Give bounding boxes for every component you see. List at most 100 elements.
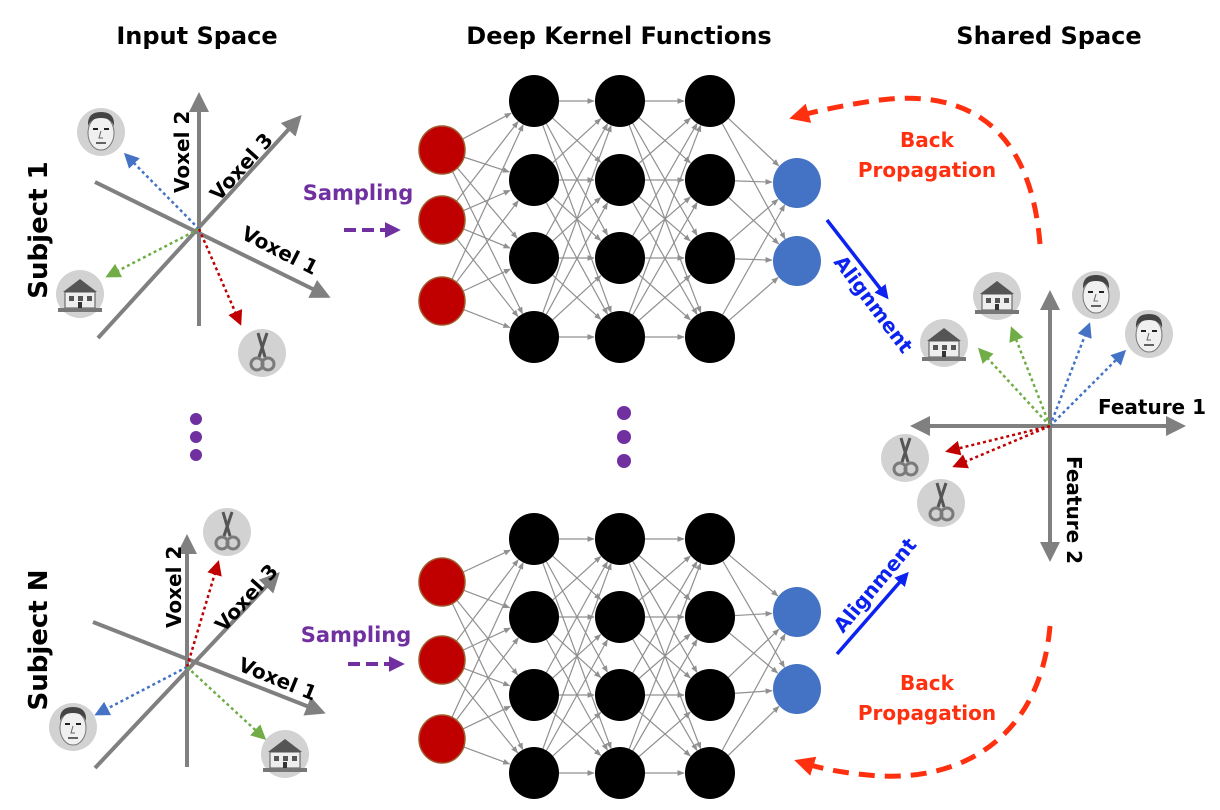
network-edge	[728, 554, 779, 597]
voxel-3-label: Voxel 3	[210, 559, 283, 636]
network-edge	[462, 112, 512, 140]
network-edge	[727, 117, 780, 167]
input-space-subject-1: Voxel 1 Voxel 2 Voxel 3	[55, 92, 331, 379]
network-edge	[463, 308, 511, 329]
network-edge	[451, 561, 524, 719]
network-edge	[462, 705, 512, 730]
header-input-space: Input Space	[116, 22, 277, 50]
network-edge	[734, 179, 773, 185]
scissors-icon	[236, 327, 288, 379]
network-edge	[463, 156, 510, 173]
back-propagation-arrow	[789, 95, 1043, 245]
scissors-icon	[201, 506, 253, 558]
network-edge	[638, 711, 691, 758]
network-edge	[545, 639, 608, 752]
alignment-label: Alignment	[828, 533, 921, 638]
scissors-arrow	[197, 228, 243, 326]
hidden-node	[509, 232, 559, 284]
hidden-node	[509, 591, 559, 643]
face-icon	[1071, 270, 1121, 320]
output-node	[773, 158, 821, 208]
sampling-label: Sampling	[301, 623, 412, 647]
alignment-label: Alignment	[829, 251, 918, 358]
hidden-node	[685, 75, 735, 127]
network-edge	[462, 189, 511, 212]
hidden-node	[685, 311, 735, 363]
network-edge	[631, 201, 698, 316]
face-arrow	[1048, 322, 1092, 427]
network-edge	[541, 124, 612, 314]
network-edge	[721, 204, 786, 316]
scissors-arrow	[185, 560, 222, 668]
network-edge	[545, 202, 609, 316]
back-propagation-line2: Propagation	[858, 701, 996, 725]
network-edge	[463, 746, 511, 765]
back-propagation-bottom: Back Propagation	[794, 625, 1053, 779]
face-icon	[76, 107, 126, 157]
network-edge	[462, 268, 512, 292]
output-node	[773, 587, 821, 637]
voxel-1-axis	[94, 180, 331, 298]
shared-space: Feature 1 Feature 2	[879, 270, 1206, 564]
hidden-node	[595, 747, 645, 799]
alignment-arrow	[835, 571, 909, 656]
hidden-node	[595, 513, 645, 565]
subject-1-label: Subject 1	[24, 161, 54, 298]
hidden-node	[685, 232, 735, 284]
sampling-subject-1: Sampling	[303, 181, 413, 238]
house-arrow	[1009, 326, 1052, 427]
subjects-ellipsis	[190, 413, 202, 461]
hidden-node	[595, 154, 645, 206]
header-deep-kernel-functions: Deep Kernel Functions	[466, 22, 771, 50]
back-propagation-line2: Propagation	[858, 158, 996, 182]
back-propagation-line1: Back	[900, 128, 955, 152]
hidden-node	[685, 669, 735, 721]
network-edge	[542, 562, 612, 750]
hidden-node	[595, 669, 645, 721]
input-node	[418, 557, 466, 607]
network-edge	[638, 274, 692, 321]
network-edge	[727, 628, 780, 679]
input-node	[418, 714, 466, 764]
header-shared-space: Shared Space	[956, 22, 1141, 50]
voxel-1-axis	[92, 620, 326, 716]
house-arrow	[105, 227, 200, 278]
voxel-1-label: Voxel 1	[235, 652, 320, 705]
voxel-3-label: Voxel 3	[205, 128, 278, 205]
hidden-node	[595, 75, 645, 127]
network-edge	[552, 118, 602, 164]
network-edge	[734, 610, 773, 617]
scissors-icon	[879, 432, 931, 484]
network-edge	[631, 560, 698, 674]
alignment-top: Alignment	[825, 218, 918, 358]
network-edge	[455, 237, 519, 318]
network-edge	[463, 667, 511, 687]
hidden-node	[685, 154, 735, 206]
network-edge	[451, 602, 524, 751]
house-icon	[260, 729, 310, 779]
network-edge	[638, 555, 691, 602]
input-node	[418, 195, 466, 245]
network-edge	[631, 122, 698, 237]
network-edge	[552, 711, 602, 757]
network-edge	[628, 562, 702, 750]
back-propagation-top: Back Propagation	[789, 95, 1043, 245]
house-icon	[919, 318, 969, 368]
hidden-node	[685, 591, 735, 643]
hidden-node	[595, 232, 645, 284]
face-icon	[48, 702, 98, 752]
hidden-node	[685, 513, 735, 565]
input-space-subject-n: Voxel 1 Voxel 2 Voxel 3	[48, 506, 326, 779]
network-edge	[463, 228, 511, 249]
deep-kernel-network-subject-1	[418, 75, 821, 363]
hidden-node	[595, 591, 645, 643]
network-edge	[552, 555, 602, 601]
network-edge	[727, 705, 780, 757]
input-node	[418, 276, 466, 326]
face-icon	[1124, 309, 1174, 359]
network-edge	[456, 599, 519, 676]
network-edge	[463, 589, 511, 609]
network-edge	[628, 124, 702, 314]
house-icon	[55, 269, 105, 319]
